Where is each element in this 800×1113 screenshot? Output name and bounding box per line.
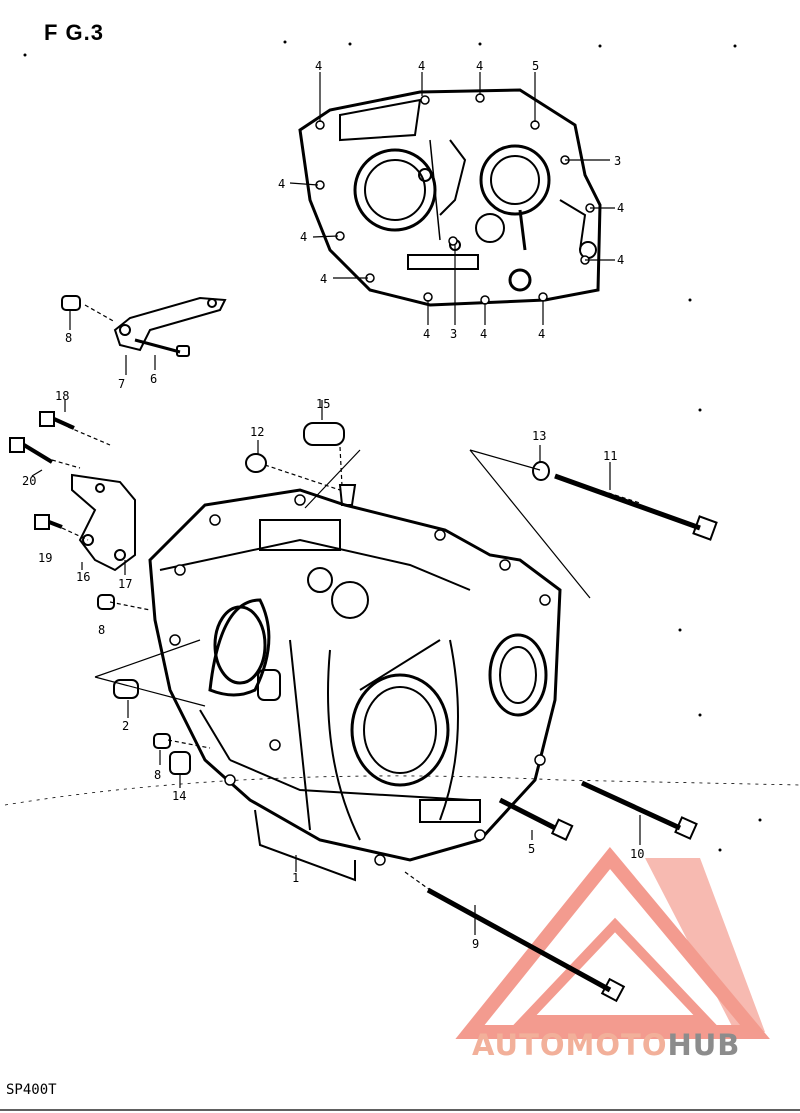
callout-15: 15: [316, 397, 330, 411]
callout-18: 18: [55, 389, 69, 403]
dowel-15: [303, 422, 345, 446]
callout-4-j: 4: [480, 327, 487, 341]
bracket-16-17: [71, 473, 136, 572]
bolt-19: [34, 514, 63, 530]
callout-labels: 1 2 3 3 4 4 4 4 4 4 4 4 4 4 4 5 5 6 7 8 …: [22, 59, 644, 951]
washer-12: [245, 453, 267, 473]
callout-4-b: 4: [418, 59, 425, 73]
bolt-10: [580, 780, 698, 840]
bolt-18: [39, 411, 75, 430]
callout-8-b: 8: [98, 623, 105, 637]
callout-4-f: 4: [300, 230, 307, 244]
callout-7: 7: [118, 377, 125, 391]
callout-8-a: 8: [65, 331, 72, 345]
bracket-6-7: [113, 296, 227, 357]
watermark-brand-b: HUB: [667, 1028, 741, 1062]
nut-8-low: [153, 733, 171, 749]
callout-6: 6: [150, 372, 157, 386]
callout-4-a: 4: [315, 59, 322, 73]
callout-8-c: 8: [154, 768, 161, 782]
callout-4-c: 4: [476, 59, 483, 73]
callout-3-a: 3: [614, 154, 621, 168]
callout-10: 10: [630, 847, 644, 861]
bolt-5: [498, 797, 574, 841]
callout-13: 13: [532, 429, 546, 443]
watermark-brand-a: AUTOMOTO: [472, 1028, 668, 1062]
callout-5-b: 5: [528, 842, 535, 856]
bolt-9: [426, 887, 626, 1003]
washer-14: [169, 751, 191, 775]
callout-5-a: 5: [532, 59, 539, 73]
watermark-logo-icon: [455, 846, 770, 1039]
bolt-20: [9, 437, 54, 464]
callout-1: 1: [292, 871, 299, 885]
callout-16: 16: [76, 570, 90, 584]
nut-8-top: [61, 295, 81, 311]
callout-19: 19: [38, 551, 52, 565]
callout-4-k: 4: [538, 327, 545, 341]
lower-case-holes: [169, 494, 551, 866]
callout-20: 20: [22, 474, 36, 488]
callout-4-i: 4: [423, 327, 430, 341]
leader-lines: [31, 72, 641, 935]
left-crankcase-assembly: [148, 484, 562, 882]
callout-4-d: 4: [278, 177, 285, 191]
callout-3-b: 3: [450, 327, 457, 341]
callout-4-g: 4: [617, 253, 624, 267]
callout-14: 14: [172, 789, 186, 803]
callout-9: 9: [472, 937, 479, 951]
registration-dots: [23, 40, 762, 852]
callout-17: 17: [118, 577, 132, 591]
callout-11: 11: [603, 449, 617, 463]
washer-13: [532, 461, 550, 481]
model-code: SP400T: [6, 1082, 57, 1098]
callout-4-e: 4: [617, 201, 624, 215]
watermark-text: AUTOMOTOHUB: [472, 1028, 740, 1062]
dowel-pin-2: [113, 679, 139, 699]
callout-4-h: 4: [320, 272, 327, 286]
nut-8-mid: [97, 594, 115, 610]
right-crankcase-half: [298, 88, 602, 307]
bolt-11: [554, 473, 718, 541]
figure-title: F G.3: [44, 20, 105, 45]
callout-2: 2: [122, 719, 129, 733]
callout-12: 12: [250, 425, 264, 439]
